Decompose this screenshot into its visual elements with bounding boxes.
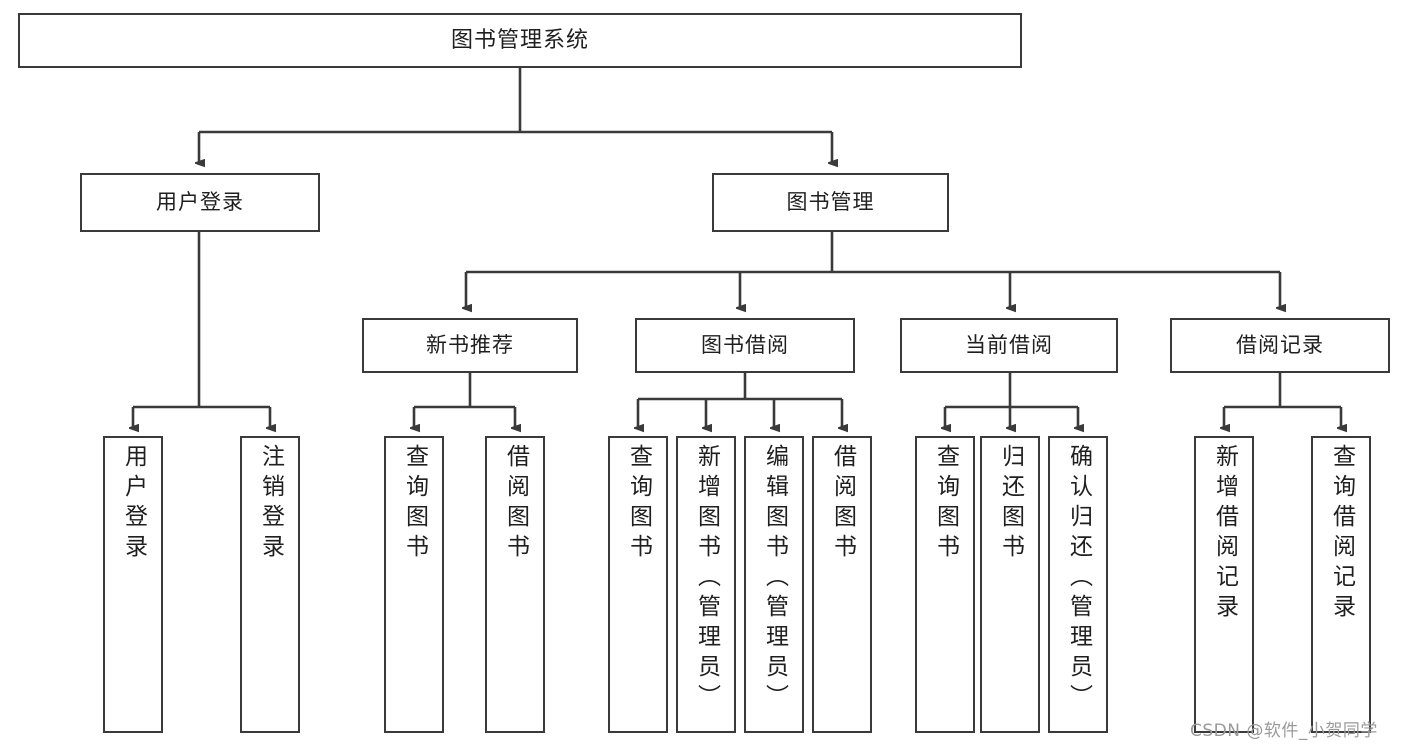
- node-book-management[interactable]: 图书管理: [712, 173, 949, 232]
- node-label: 图书管理: [786, 190, 875, 215]
- node-label: 图书借阅: [701, 333, 789, 358]
- leaf-book-borrow-add-book-admin[interactable]: 新增图书（管理员）: [676, 436, 736, 733]
- leaf-borrow-record-query-record[interactable]: 查询借阅记录: [1311, 436, 1371, 733]
- node-label: 图书管理系统: [450, 27, 589, 53]
- leaf-current-borrow-confirm-return-admin[interactable]: 确认归还（管理员）: [1048, 436, 1108, 733]
- node-label: 借阅图书: [502, 444, 529, 564]
- node-label: 新增图书（管理员）: [693, 444, 720, 714]
- leaf-new-book-query-book[interactable]: 查询图书: [384, 436, 444, 733]
- node-label: 查询图书: [401, 444, 428, 564]
- node-label: 查询借阅记录: [1328, 444, 1355, 624]
- node-label: 归还图书: [997, 444, 1024, 564]
- node-book-borrow[interactable]: 图书借阅: [635, 318, 855, 373]
- leaf-user-login-logout[interactable]: 注销登录: [240, 436, 300, 733]
- node-label: 编辑图书（管理员）: [761, 444, 788, 714]
- leaf-current-borrow-query-book[interactable]: 查询图书: [915, 436, 975, 733]
- leaf-user-login-login[interactable]: 用户登录: [103, 436, 163, 733]
- leaf-book-borrow-edit-book-admin[interactable]: 编辑图书（管理员）: [744, 436, 804, 733]
- node-label: 新书推荐: [426, 333, 514, 358]
- node-label: 查询图书: [932, 444, 959, 564]
- leaf-new-book-borrow-book[interactable]: 借阅图书: [485, 436, 545, 733]
- leaf-current-borrow-return-book[interactable]: 归还图书: [980, 436, 1040, 733]
- node-current-borrow[interactable]: 当前借阅: [900, 318, 1118, 373]
- node-root-book-management-system[interactable]: 图书管理系统: [18, 13, 1022, 68]
- node-new-book-recommend[interactable]: 新书推荐: [362, 318, 578, 373]
- node-label: 确认归还（管理员）: [1065, 444, 1092, 714]
- node-label: 当前借阅: [965, 333, 1053, 358]
- node-label: 查询图书: [625, 444, 652, 564]
- csdn-watermark: CSDN @软件_小贺同学: [1190, 721, 1378, 741]
- node-label: 用户登录: [120, 444, 147, 564]
- node-label: 借阅记录: [1236, 333, 1324, 358]
- node-borrow-record[interactable]: 借阅记录: [1170, 318, 1390, 373]
- leaf-book-borrow-query-book[interactable]: 查询图书: [608, 436, 668, 733]
- leaf-borrow-record-add-record[interactable]: 新增借阅记录: [1194, 436, 1254, 733]
- node-label: 新增借阅记录: [1211, 444, 1238, 624]
- node-label: 借阅图书: [829, 444, 856, 564]
- node-user-login[interactable]: 用户登录: [80, 173, 320, 232]
- node-label: 注销登录: [257, 444, 284, 564]
- node-label: 用户登录: [156, 190, 244, 215]
- leaf-book-borrow-borrow-book[interactable]: 借阅图书: [812, 436, 872, 733]
